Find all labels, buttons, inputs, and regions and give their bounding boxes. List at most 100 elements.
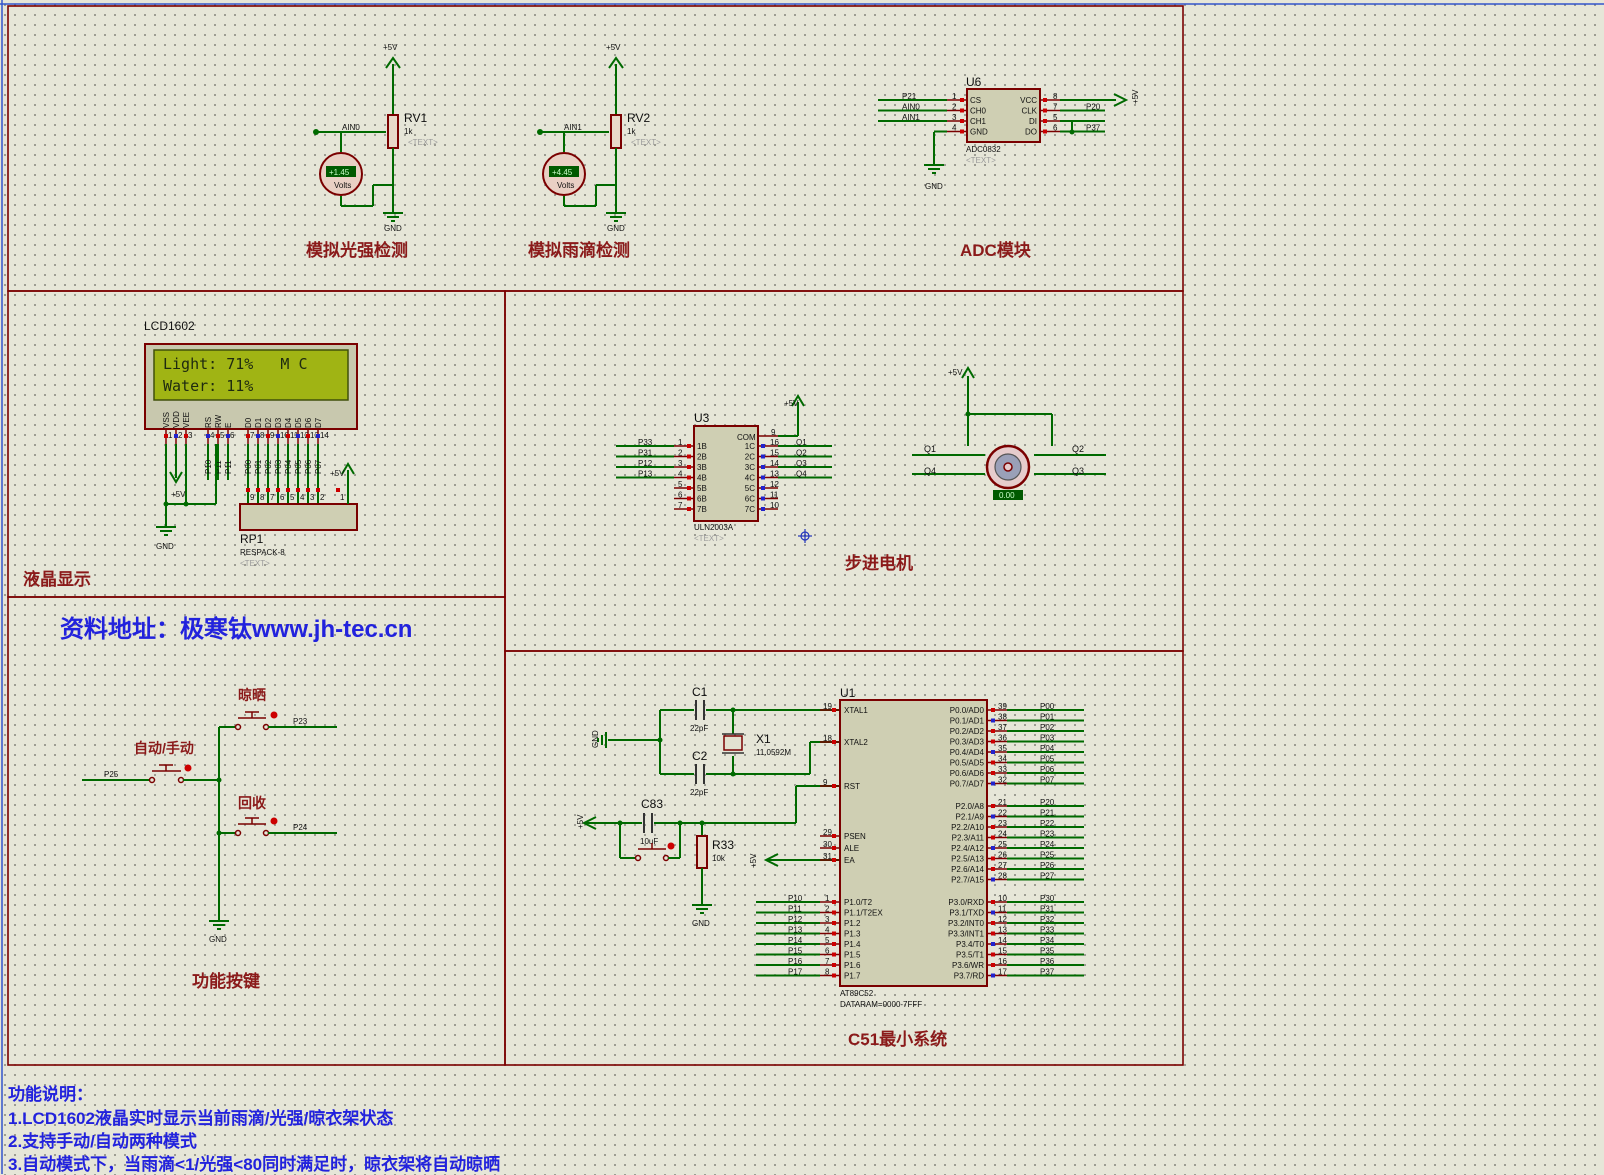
svg-text:<TEXT>: <TEXT> xyxy=(631,138,661,147)
u1-pin-number: 18 xyxy=(823,734,832,743)
pin-state-marker xyxy=(832,910,836,915)
u3-pin-number: 10 xyxy=(770,501,779,510)
pin-state-marker xyxy=(991,814,995,819)
u6-pin-number: 1 xyxy=(952,92,957,101)
u3-pin-number: 13 xyxy=(770,470,779,479)
u1-pin-number: 7 xyxy=(825,957,830,966)
u1-pin-number: 5 xyxy=(825,936,830,945)
rv1-potentiometer-group[interactable]: +5V RV1 1k <TEXT> AIN0 +1.45 Volts GND xyxy=(313,43,438,233)
svg-text:AIN0: AIN0 xyxy=(342,123,360,132)
u3-net-label: P33 xyxy=(638,438,653,447)
u1-pin-label: P3.3/INT1 xyxy=(948,930,985,939)
power-arrow-icon xyxy=(385,56,401,69)
lcd1602-group[interactable]: LCD1602 Light: 71% M C Water: 11% VSS1VD… xyxy=(144,319,358,568)
u1-pin-label: P0.0/AD0 xyxy=(950,706,985,715)
lcd-pin-label: RW xyxy=(214,414,223,428)
key-mode-switch[interactable]: P25 xyxy=(82,764,219,784)
u3-pin-number: 11 xyxy=(770,491,779,500)
u1-net-label: P12 xyxy=(788,915,803,924)
u3-pin-label: 4C xyxy=(745,474,755,483)
u1-pin-label: P0.7/AD7 xyxy=(950,780,985,789)
u1-net-label: P21 xyxy=(1040,809,1055,818)
u1-pin-number: 3 xyxy=(825,915,830,924)
svg-text:+5V: +5V xyxy=(1131,89,1140,104)
u3-pin-number: 7 xyxy=(678,501,683,510)
u1-net-label: P22 xyxy=(1040,819,1055,828)
stepper-motor-group[interactable]: +5V Q1 Q2 Q4 Q3 0.00 xyxy=(912,366,1106,500)
rv2-potentiometer-group[interactable]: +5V RV2 1k <TEXT> AIN1 +4.45 Volts GND xyxy=(537,43,661,233)
description-title: 功能说明： xyxy=(8,1085,93,1104)
u1-pin-number: 13 xyxy=(998,926,1007,935)
u6-net-label: AIN1 xyxy=(902,113,920,122)
svg-text:<TEXT>: <TEXT> xyxy=(240,559,270,568)
pin-state-marker xyxy=(687,454,691,459)
svg-text:10uF: 10uF xyxy=(640,837,658,846)
pin-state-marker xyxy=(306,488,310,492)
u1-net-label: P04 xyxy=(1040,744,1055,753)
section-title-keys: 功能按键 xyxy=(192,971,260,991)
u1-pin-number: 1 xyxy=(825,894,830,903)
u3-pin-label: 1B xyxy=(697,442,707,451)
pin-state-marker xyxy=(991,973,995,978)
u1-pin-label: P2.4/A12 xyxy=(951,844,984,853)
u3-net-label: P12 xyxy=(638,459,653,468)
u6-pin-label: CLK xyxy=(1021,107,1037,116)
svg-text:X1: X1 xyxy=(756,732,771,746)
pin-state-marker xyxy=(832,708,836,712)
u1-pin-number: 29 xyxy=(823,828,832,837)
lcd-pin-number: 11 xyxy=(290,431,299,440)
lcd-pin-label: D4 xyxy=(284,417,293,428)
key-dry-switch[interactable]: P23 xyxy=(219,711,337,731)
pin-state-marker xyxy=(306,434,310,438)
pin-state-marker xyxy=(991,867,995,871)
lcd-pin-label: RS xyxy=(204,417,213,428)
pin-state-marker xyxy=(832,834,836,838)
u1-pin-label: PSEN xyxy=(844,832,866,841)
u1-pin-label: P2.5/A13 xyxy=(951,855,984,864)
u1-net-label: P20 xyxy=(1040,798,1055,807)
svg-text:GND: GND xyxy=(591,730,600,748)
function-keys-group[interactable]: 晾晒 自动/手动 回收 P23 P25 xyxy=(82,687,337,944)
svg-text:+5V: +5V xyxy=(383,43,398,52)
lcd-pin-number: 10 xyxy=(280,431,289,440)
key-retract-switch[interactable]: P24 xyxy=(219,817,337,837)
crystal-oscillator-group[interactable]: GND C1 22pF C2 22pF X1 11.0592M xyxy=(591,685,840,797)
lcd-line-1: Light: 71% M C xyxy=(163,355,308,373)
u1-net-label: P31 xyxy=(1040,905,1055,914)
u3-pin-label: 1C xyxy=(745,442,755,451)
section-title-mcu: C51最小系统 xyxy=(848,1029,947,1049)
u3-pin-number: 1 xyxy=(678,438,683,447)
pin-state-marker xyxy=(832,846,836,850)
reset-circuit-group[interactable]: +5V C83 10uF R33 10k GND +5V xyxy=(576,785,840,928)
lcd-pin-number: 13 xyxy=(310,431,319,440)
pin-state-marker xyxy=(991,856,995,861)
svg-text:+5V: +5V xyxy=(749,853,758,868)
u1-net-label: P35 xyxy=(1040,947,1055,956)
u1-net-label: P07 xyxy=(1040,776,1055,785)
lcd-pin-label: D7 xyxy=(314,417,323,428)
pin-state-marker xyxy=(832,921,836,925)
svg-text:+5V: +5V xyxy=(171,490,186,499)
arrow-down-icon xyxy=(169,471,183,484)
svg-text:RV1: RV1 xyxy=(404,111,427,125)
u1-pin-label: P3.1/TXD xyxy=(949,909,984,918)
section-title-adc: ADC模块 xyxy=(960,240,1032,260)
svg-text:U1: U1 xyxy=(840,686,856,700)
lcd-pin-label: D0 xyxy=(244,417,253,428)
pin-state-marker xyxy=(687,444,691,448)
lcd-pin-number: 14 xyxy=(320,431,329,440)
u3-pin-label: 7C xyxy=(745,505,755,514)
u1-pin-label: P0.5/AD5 xyxy=(950,759,985,768)
pin-state-marker xyxy=(991,963,995,967)
u1-pin-label: P1.4 xyxy=(844,940,861,949)
svg-text:ULN2003A: ULN2003A xyxy=(694,523,734,532)
pin-state-marker xyxy=(1043,98,1047,102)
lcd-pin-number: 9 xyxy=(270,431,275,440)
lcd-pin-number: 12 xyxy=(300,431,309,440)
u1-pin-label: P3.4/T0 xyxy=(956,940,985,949)
u1-pin-number: 9 xyxy=(823,778,828,787)
